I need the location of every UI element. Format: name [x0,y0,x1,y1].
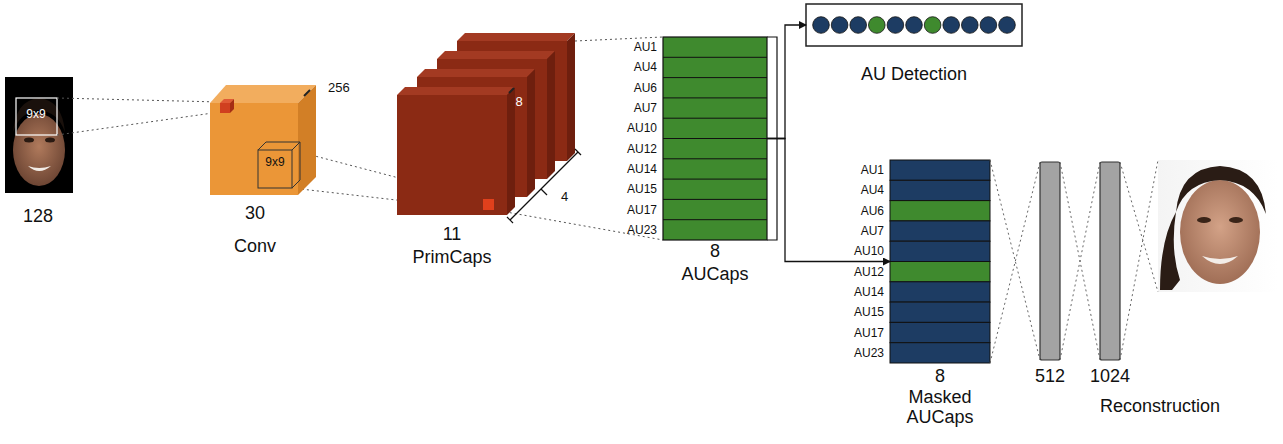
node-label: PrimCaps [412,247,491,268]
row-label: AU12 [627,142,657,156]
capsule-row [890,343,990,363]
node-label: 30 [245,203,265,224]
masked-aucaps-block [890,160,990,363]
row-label: AU7 [634,101,657,115]
output-unit [887,17,904,34]
output-unit [850,17,867,34]
row-label: AU12 [854,265,884,279]
row-label: AU15 [854,305,884,319]
row-label: AU4 [861,183,884,197]
fc-layers [1040,162,1120,360]
row-divider [663,77,767,78]
conv-layer: 2569x930Conv [210,85,318,195]
node-label: 11 [443,224,462,245]
reconstructed-face [1158,160,1278,292]
output-unit [831,17,848,34]
node-label: Conv [234,236,276,257]
row-label: AU6 [634,81,657,95]
output-unit [999,17,1016,34]
node-label: 9x9 [265,156,284,170]
fc-layer: 1024 [1100,162,1120,360]
au-detection: AU Detection [806,4,1022,46]
row-divider [663,118,767,119]
row-divider [663,158,767,159]
masked-aucaps: 8Masked AUCaps [890,160,990,363]
capsule-row [890,241,990,261]
node-label: Reconstruction [1100,396,1220,417]
node-label: AU Detection [861,64,967,85]
row-divider [663,179,767,180]
capsule-row [890,180,990,200]
row-label: AU14 [627,162,657,176]
capsule-column [663,37,767,240]
node-label: 128 [23,206,53,227]
node-label: Masked AUCaps [895,387,985,427]
node-label: 8 [935,366,945,387]
dense-connection [1120,160,1158,360]
node-label: 8 [710,241,720,262]
row-label: AU7 [861,224,884,238]
fc-layer: 512 [1040,162,1060,360]
output-unit [943,17,960,34]
row-divider [663,138,767,139]
capsule-row [890,221,990,241]
row-label: AU23 [627,223,657,237]
capsule-row [890,302,990,322]
output-unit [962,17,979,34]
capsule-row [890,262,990,282]
output-unit [813,17,830,34]
row-label: AU4 [634,60,657,74]
au-detection-vector [806,4,1022,46]
output-unit [906,17,923,34]
node-label: 8 [515,95,522,110]
row-label: AU17 [627,203,657,217]
primcaps-layer: 8411PrimCaps [397,33,575,215]
capsule-row [890,322,990,342]
output-unit [869,17,886,34]
row-divider [663,97,767,98]
aucaps-block [663,37,767,240]
node-label: AUCaps [681,264,748,285]
node-label: 256 [328,81,350,96]
aucaps-layer: 8AUCaps [663,37,767,240]
capsule-row [890,160,990,180]
capsule-row [890,282,990,302]
row-label: AU1 [861,163,884,177]
row-label: AU1 [634,40,657,54]
arrow-connector [767,25,806,139]
output-unit [980,17,997,34]
primcaps-block [397,33,581,223]
row-label: AU10 [627,121,657,135]
row-label: AU6 [861,204,884,218]
row-divider [663,219,767,220]
row-label: AU10 [854,244,884,258]
output-unit [924,17,941,34]
node-label: 4 [561,190,568,205]
node-label: 1024 [1090,366,1130,387]
row-label: AU23 [854,346,884,360]
node-label: 9x9 [26,108,45,122]
row-label: AU15 [627,182,657,196]
row-label: AU17 [854,326,884,340]
input-face [5,77,73,193]
node-label: 512 [1035,366,1065,387]
row-divider [663,57,767,58]
arrow-connector [767,139,890,262]
row-label: AU14 [854,285,884,299]
dense-connection [1060,162,1100,360]
reconstruction-image: Reconstruction [1158,160,1278,292]
dense-connection [990,160,1040,363]
input-image: 9x9128 [5,77,73,193]
row-divider [663,199,767,200]
capsule-row [890,201,990,221]
conv-block [210,85,316,195]
